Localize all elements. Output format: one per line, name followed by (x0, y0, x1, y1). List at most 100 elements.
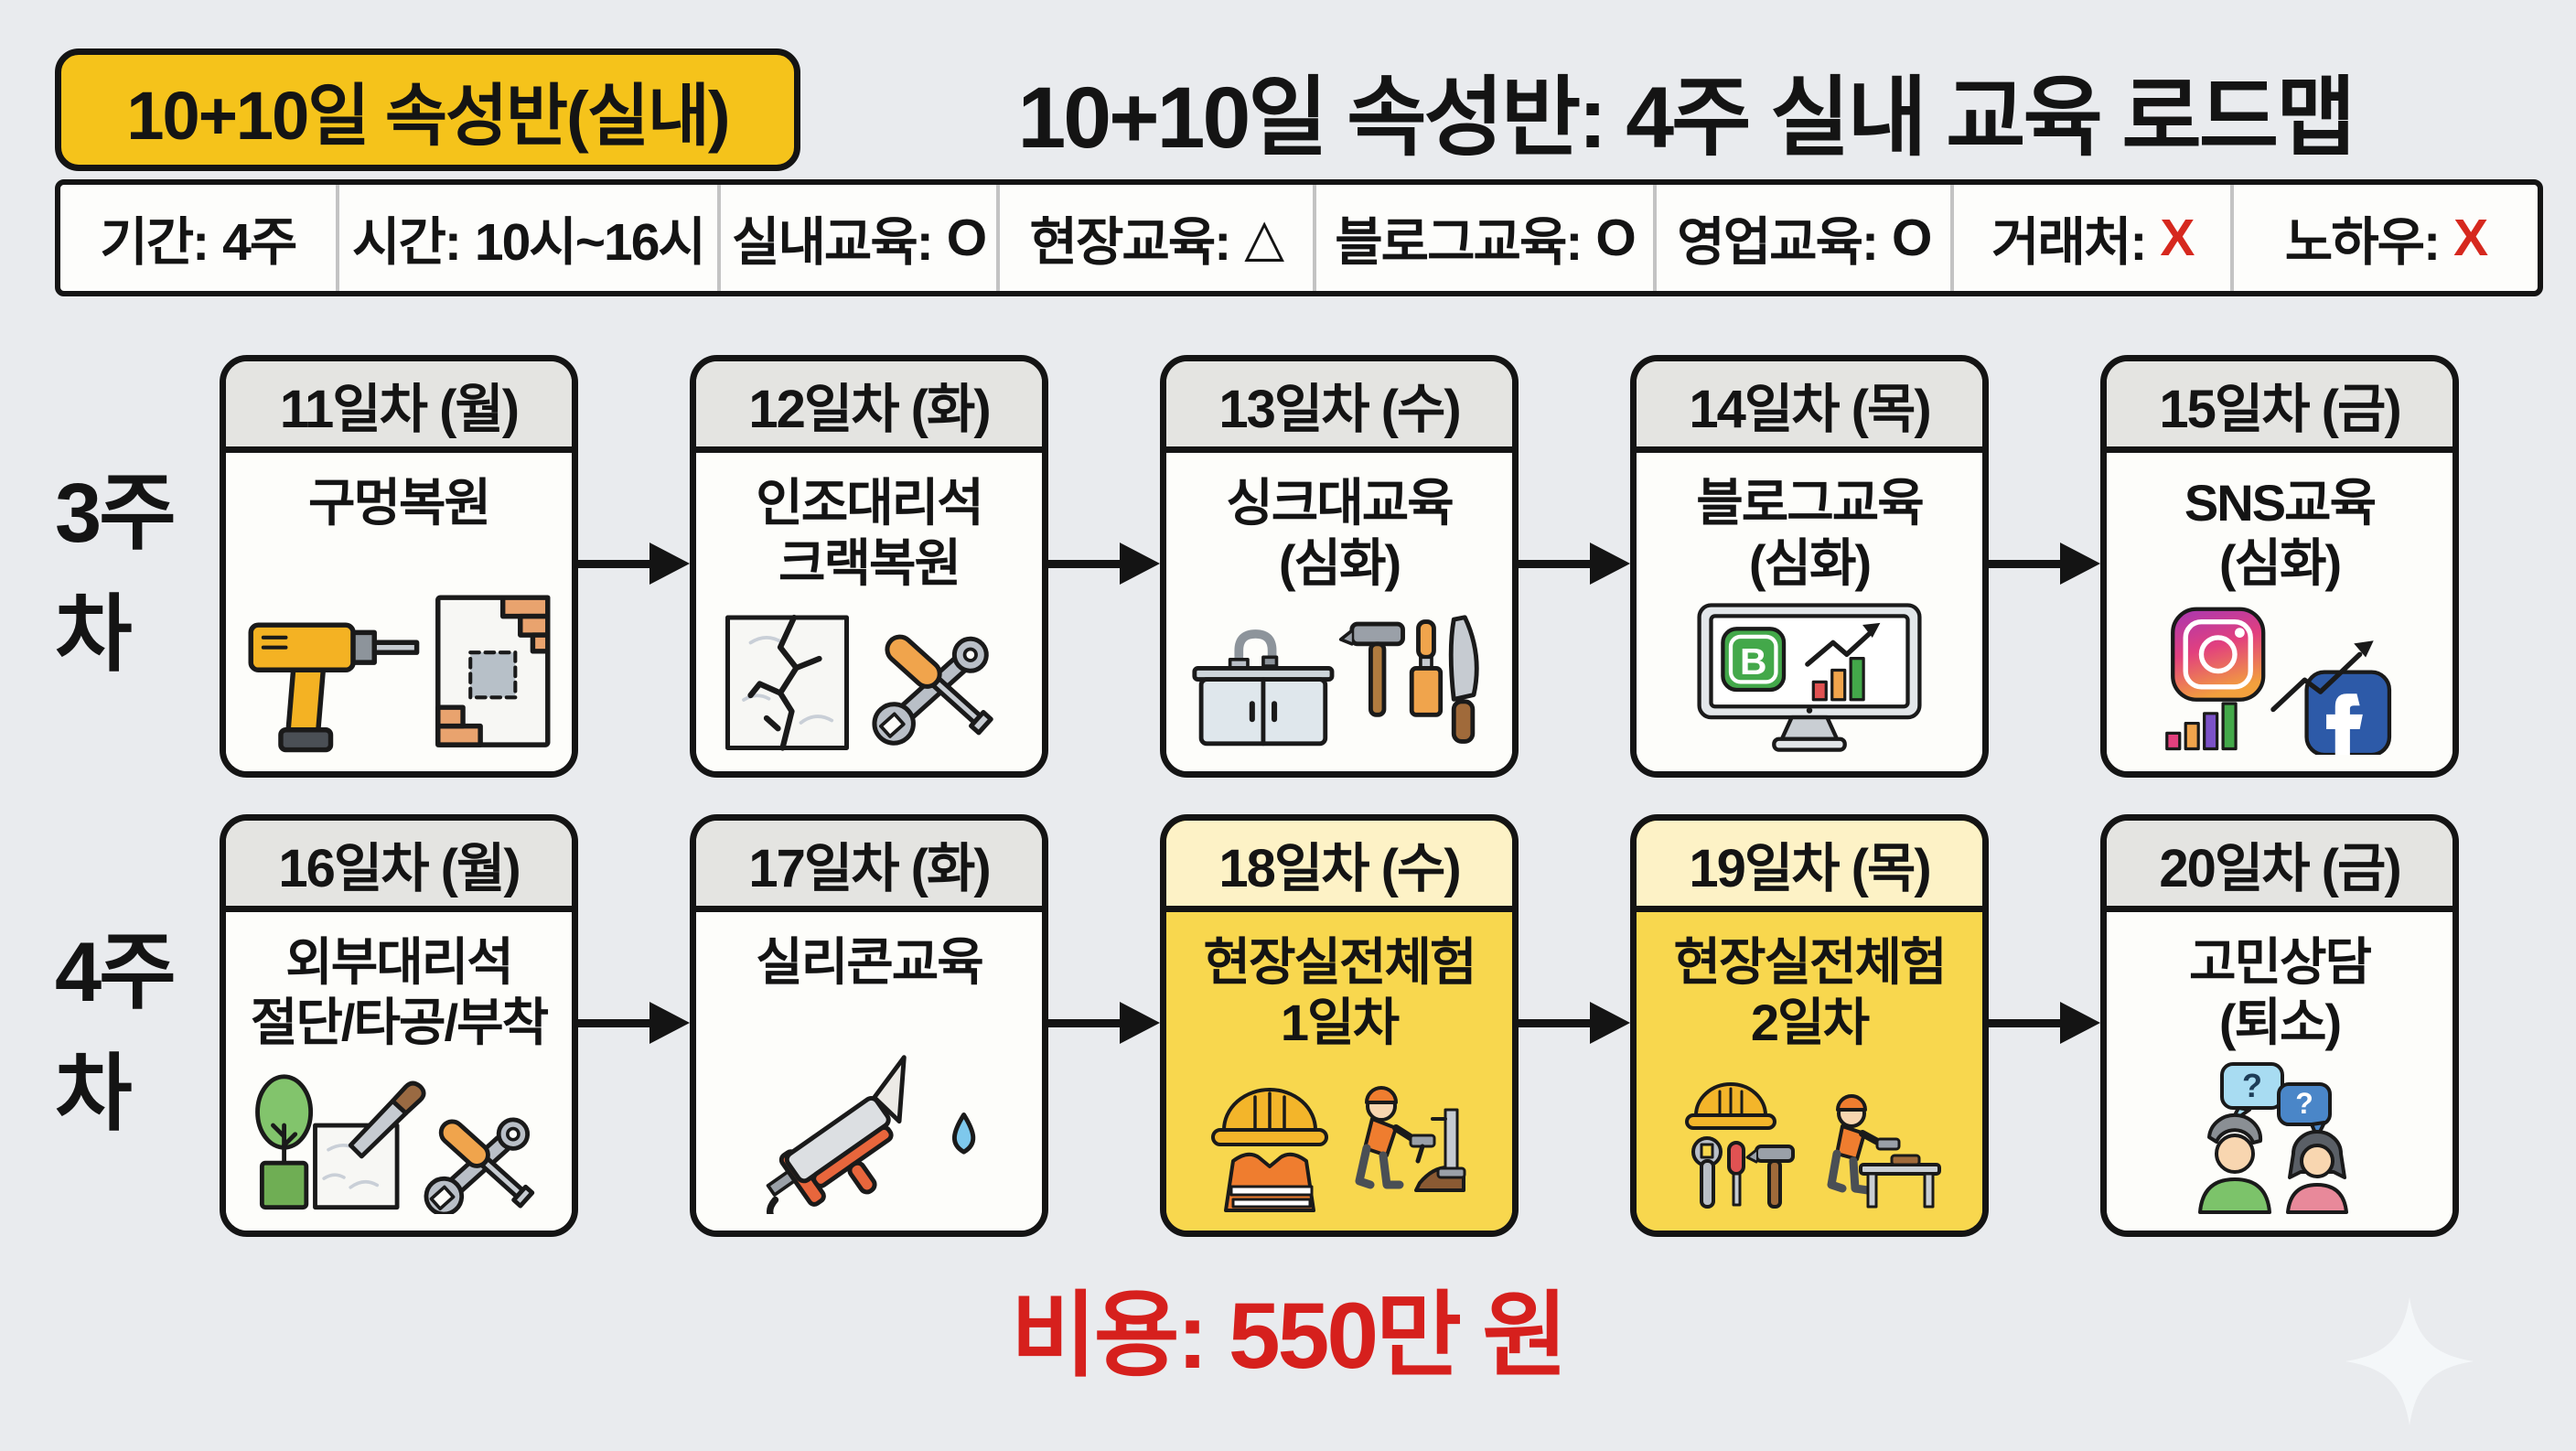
card-day-header: 13일차 (수) (1166, 361, 1512, 453)
svg-text:?: ? (2295, 1087, 2313, 1120)
week-4-row: 4주차 16일차 (월) 외부대리석 절단/타공/부착 (55, 814, 2576, 1237)
right-arrow-icon (1048, 1002, 1160, 1044)
day-card-13: 13일차 (수) 싱크대교육 (심화) (1160, 355, 1519, 778)
right-arrow-icon (578, 1002, 690, 1044)
page-title: 10+10일 속성반: 4주 실내 교육 로드맵 (1017, 69, 2356, 167)
card-body: 구멍복원 (226, 453, 572, 771)
info-label: 실내교육: (732, 213, 934, 272)
card-body: 외부대리석 절단/타공/부착 (226, 912, 572, 1231)
card-title-line: (심화) (1278, 534, 1401, 593)
day-card-17: 17일차 (화) 실리콘교육 (690, 814, 1048, 1237)
right-arrow-icon (1519, 543, 1630, 585)
day-card-20: 20일차 (금) 고민상담 (퇴소) ? ? (2100, 814, 2459, 1237)
info-label: 노하우: (2284, 213, 2441, 272)
card-title-line: 절단/타공/부착 (250, 994, 549, 1052)
right-arrow-icon (1519, 1002, 1630, 1044)
info-label: 영업교육: (1677, 213, 1879, 272)
card-body: 블로그교육 (심화) B (1637, 453, 1982, 771)
card-day-header: 16일차 (월) (226, 821, 572, 912)
week-3-label: 3주차 (55, 467, 177, 682)
card-body: SNS교육 (심화) (2107, 453, 2453, 771)
right-arrow-icon (1048, 543, 1160, 585)
info-value: X (2453, 209, 2488, 267)
info-cell-blog-training: 블로그교육: O (1312, 185, 1654, 291)
right-arrow-icon (578, 543, 690, 585)
card-title: 구멍복원 (307, 473, 491, 533)
header: 10+10일 속성반(실내) 10+10일 속성반: 4주 실내 교육 로드맵 (55, 46, 2543, 174)
info-value: O (1595, 209, 1636, 267)
blog-monitor-chart-icon: B (1691, 599, 1927, 755)
cracked-marble-and-tools-icon (721, 604, 1018, 755)
card-title-line: 구멍복원 (307, 474, 491, 532)
card-body: 고민상담 (퇴소) ? ? (2107, 912, 2453, 1231)
day-card-12: 12일차 (화) 인조대리석 크랙복원 (690, 355, 1048, 778)
cost-text: 비용: 550만 원 (1010, 1284, 1568, 1388)
info-bar: 기간: 4주 시간: 10시~16시 실내교육: O 현장교육: △ 블로그교육… (55, 179, 2543, 296)
day-card-18: 18일차 (수) 현장실전체험 1일차 (1160, 814, 1519, 1237)
info-cell-sales-training: 영업교육: O (1653, 185, 1950, 291)
card-day-header: 20일차 (금) (2107, 821, 2453, 912)
day-card-19: 19일차 (목) 현장실전체험 2일차 (1630, 814, 1989, 1237)
card-title-line: 실리콘교육 (756, 933, 984, 991)
info-value: 4주 (222, 213, 297, 272)
day-card-15: 15일차 (금) SNS교육 (심화) (2100, 355, 2459, 778)
card-title: 현장실전체험 2일차 (1673, 932, 1947, 1053)
card-title-line: SNS교육 (2184, 474, 2377, 532)
card-day-header: 18일차 (수) (1166, 821, 1512, 912)
card-day-header: 19일차 (목) (1637, 821, 1982, 912)
card-title: 실리콘교육 (756, 932, 984, 993)
info-cell-indoor-training: 실내교육: O (717, 185, 996, 291)
card-body: 현장실전체험 1일차 (1166, 912, 1512, 1231)
info-value: X (2160, 209, 2195, 267)
info-value: 10시~16시 (474, 213, 706, 272)
info-value: △ (1244, 209, 1284, 267)
week-4-label: 4주차 (55, 926, 177, 1141)
card-title-line: (심화) (1748, 534, 1872, 593)
info-cell-clients: 거래처: X (1950, 185, 2230, 291)
counseling-people-icon: ? ? (2165, 1059, 2394, 1214)
card-day-header: 12일차 (화) (696, 361, 1042, 453)
info-value: O (1892, 209, 1932, 267)
card-title-line: 외부대리석 (285, 933, 514, 991)
card-title-line: 싱크대교육 (1226, 474, 1454, 532)
sink-and-tools-icon (1190, 608, 1489, 755)
helmet-vest-worker-icon (1202, 1059, 1476, 1214)
card-day-header: 15일차 (금) (2107, 361, 2453, 453)
info-label: 현장교육: (1029, 213, 1232, 272)
info-label: 거래처: (1991, 213, 2147, 272)
drill-and-wall-patch-icon (243, 590, 555, 755)
card-title: SNS교육 (심화) (2184, 473, 2377, 594)
course-badge: 10+10일 속성반(실내) (55, 48, 800, 171)
card-title-line: 현장실전체험 (1673, 933, 1947, 991)
card-title: 싱크대교육 (심화) (1226, 473, 1454, 594)
day-card-16: 16일차 (월) 외부대리석 절단/타공/부착 (220, 814, 578, 1237)
helmet-tools-worker-icon (1672, 1059, 1947, 1214)
roadmap-infographic: 10+10일 속성반(실내) 10+10일 속성반: 4주 실내 교육 로드맵 … (0, 46, 2576, 1425)
info-value: O (946, 209, 987, 267)
svg-text:B: B (1740, 640, 1767, 683)
card-title: 현장실전체험 1일차 (1203, 932, 1476, 1053)
info-label: 블로그교육: (1335, 213, 1583, 272)
card-title-line: 고민상담 (2188, 933, 2372, 991)
info-label: 시간: (352, 213, 462, 272)
card-title-line: 현장실전체험 (1203, 933, 1476, 991)
sparkle-icon (2345, 1297, 2474, 1425)
info-cell-duration: 기간: 4주 (60, 185, 336, 291)
info-cell-hours: 시간: 10시~16시 (335, 185, 718, 291)
card-title: 고민상담 (퇴소) (2188, 932, 2372, 1053)
card-day-header: 14일차 (목) (1637, 361, 1982, 453)
card-body: 인조대리석 크랙복원 (696, 453, 1042, 771)
card-title-line: 블로그교육 (1696, 474, 1925, 532)
card-body: 싱크대교육 (심화) (1166, 453, 1512, 771)
instagram-facebook-growth-icon (2157, 599, 2403, 755)
svg-text:?: ? (2242, 1067, 2262, 1104)
card-title-line: (퇴소) (2218, 994, 2342, 1052)
week-3-row: 3주차 11일차 (월) 구멍복원 (55, 355, 2576, 778)
caulk-gun-and-drop-icon (734, 1045, 1004, 1214)
card-title: 인조대리석 크랙복원 (756, 473, 984, 594)
card-title: 블로그교육 (심화) (1696, 473, 1925, 594)
info-cell-field-training: 현장교육: △ (995, 185, 1313, 291)
card-day-header: 11일차 (월) (226, 361, 572, 453)
right-arrow-icon (1989, 1002, 2100, 1044)
day-card-14: 14일차 (목) 블로그교육 (심화) B (1630, 355, 1989, 778)
